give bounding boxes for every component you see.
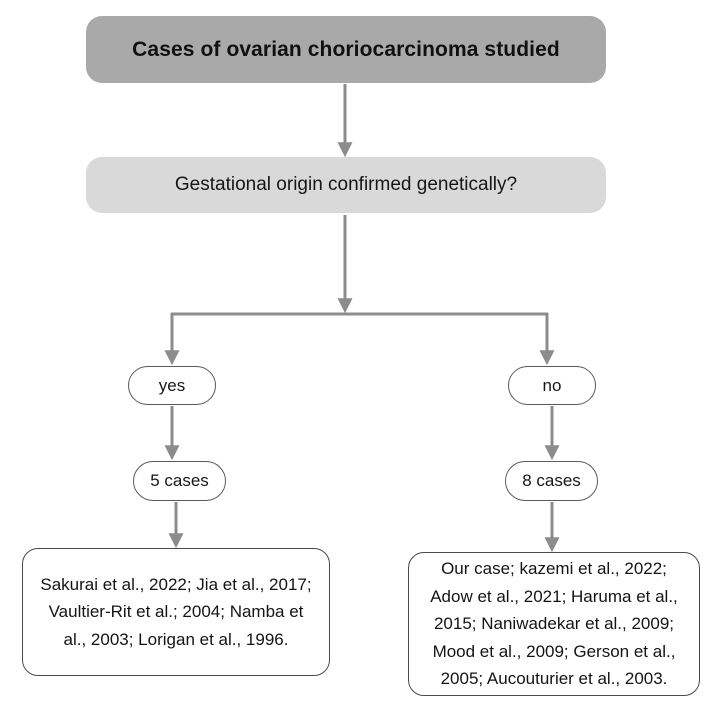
node-branch-no: no [508, 366, 596, 405]
node-right-citations: Our case; kazemi et al., 2022; Adow et a… [408, 552, 700, 696]
node-branch-yes: yes [128, 366, 216, 405]
node-title: Cases of ovarian choriocarcinoma studied [86, 16, 606, 83]
node-left-citations: Sakurai et al., 2022; Jia et al., 2017; … [22, 548, 330, 676]
node-left-case-count: 5 cases [133, 461, 226, 501]
node-right-case-count: 8 cases [505, 461, 598, 501]
node-decision-question: Gestational origin confirmed genetically… [86, 157, 606, 213]
